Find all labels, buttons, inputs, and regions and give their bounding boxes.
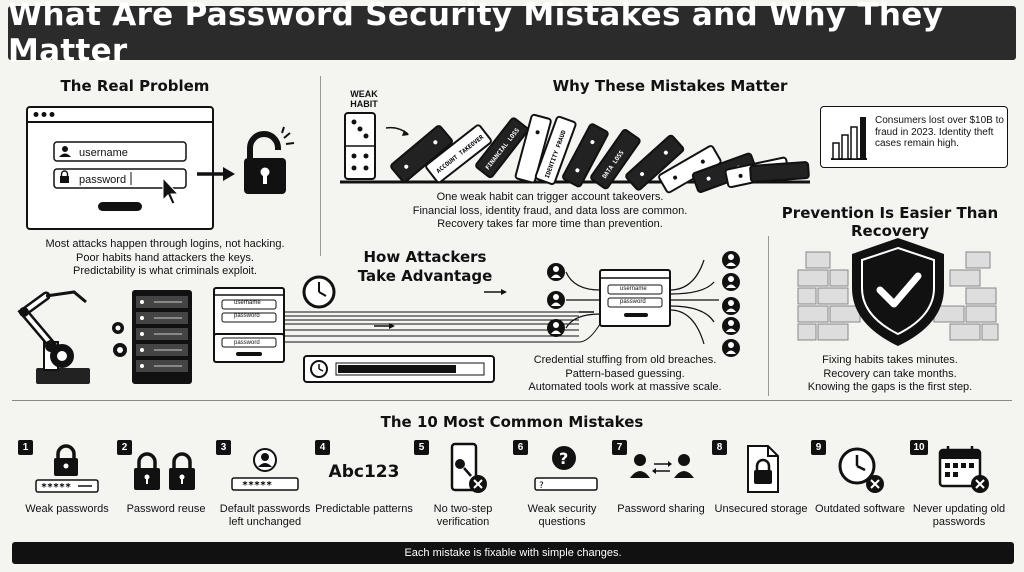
question-icon: ? ? <box>534 446 598 491</box>
attack-flow-illustration <box>17 251 740 384</box>
caption-line: One weak habit can trigger account takeo… <box>436 191 664 203</box>
mistake-number: 8 <box>712 440 727 455</box>
divider <box>768 236 769 396</box>
mistake-number: 10 <box>910 440 928 455</box>
fraud-stat-card: Consumers lost over $10B to fraud in 202… <box>820 106 1008 168</box>
heading-line: How Attackers <box>363 248 487 266</box>
caption-line: Automated tools work at massive scale. <box>528 381 722 393</box>
real-problem-heading: The Real Problem <box>60 77 210 95</box>
caption-line: Recovery can take months. <box>823 367 957 380</box>
mask-text: ***** <box>41 482 71 493</box>
mini-form-label: username <box>234 300 261 306</box>
mistake-label: Password sharing <box>617 503 705 515</box>
caption-line: Credential stuffing from old breaches. <box>533 354 717 366</box>
mistake-number: 1 <box>18 440 33 455</box>
how-attackers-heading: How Attackers Take Advantage <box>340 248 510 286</box>
arrow-right-icon <box>197 167 235 181</box>
title-bar: What Are Password Security Mistakes and … <box>8 0 1016 69</box>
lock-with-field-icon: ***** <box>35 444 99 493</box>
mistake-card: 5 No two-step verification <box>414 440 512 530</box>
mistake-number: 9 <box>811 440 826 455</box>
footer-text: Each mistake is fixable with simple chan… <box>404 547 622 559</box>
mistake-number: 2 <box>117 440 132 455</box>
mini-form-label: password <box>620 299 646 305</box>
divider <box>320 76 321 256</box>
locked-file-icon <box>747 445 779 493</box>
mistake-label: Predictable patterns <box>315 503 413 515</box>
mistake-card: 9 Outdated software <box>811 440 909 530</box>
heading-line: Take Advantage <box>357 267 493 285</box>
caption-line: Recovery takes far more time than preven… <box>437 218 663 230</box>
mistake-number: 3 <box>216 440 231 455</box>
page-title: What Are Password Security Mistakes and … <box>8 0 944 69</box>
footer-banner: Each mistake is fixable with simple chan… <box>12 542 1014 564</box>
calendar-x-icon <box>938 446 989 493</box>
prevention-heading: Prevention Is Easier Than Recovery <box>781 204 999 240</box>
mistake-card: 2 Password reuse <box>117 440 215 530</box>
two-locks-icon <box>134 452 195 490</box>
mini-form-label: password <box>234 313 260 319</box>
mistake-label: Password reuse <box>126 503 206 515</box>
mistake-label: Never updating old passwords <box>912 503 1006 528</box>
mistake-number: 7 <box>612 440 627 455</box>
caption-line: Knowing the gaps is the first step. <box>807 381 973 393</box>
open-padlock-icon <box>244 126 295 194</box>
mistake-card: 7 Password sharing <box>612 440 710 530</box>
username-field-label: username <box>79 147 128 159</box>
mistake-label: Weak passwords <box>25 503 109 515</box>
mistake-label: Outdated software <box>815 503 905 515</box>
mistake-card: 10 Never updating old passwords <box>910 440 1008 530</box>
fraud-stat-text: Consumers lost over $10B to fraud in 202… <box>875 115 1004 149</box>
mistake-card: 3 ***** Default passwords left unchanged <box>216 440 314 530</box>
mistake-label: Weak security questions <box>527 503 597 528</box>
real-problem-caption: Most attacks happen through logins, not … <box>20 238 310 279</box>
caption-line: Fixing habits takes minutes. <box>822 354 958 366</box>
mistake-card: 1 ***** Weak passwords <box>18 440 116 530</box>
mini-form-label: username <box>620 286 647 292</box>
mistake-number: 4 <box>315 440 330 455</box>
password-field-label: password <box>79 174 127 186</box>
caption-line: Most attacks happen through logins, not … <box>45 238 285 250</box>
why-matter-heading: Why These Mistakes Matter <box>552 77 788 95</box>
predictable-pattern-sample: Abc123 <box>328 462 400 482</box>
shield-wall-illustration <box>797 238 999 346</box>
caption-line: Predictability is what criminals exploit… <box>72 265 257 277</box>
mistake-label: Unsecured storage <box>714 503 808 515</box>
mistake-card: 6 ? ? Weak security questions <box>513 440 611 530</box>
domino-chain-illustration: ACCOUNT TAKEOVER FINANCIAL LOSS IDENTITY… <box>340 112 810 194</box>
svg-text:?: ? <box>559 449 568 468</box>
bar-chart-icon <box>831 117 867 160</box>
users-exchange-icon <box>630 454 694 478</box>
user-password-icon: ***** <box>231 448 299 491</box>
mistake-card: 4 Abc123 Predictable patterns <box>315 440 413 530</box>
login-window-illustration <box>26 106 214 230</box>
caption-line: Poor habits hand attackers the keys. <box>76 251 254 264</box>
mistake-label: Default passwords left unchanged <box>219 503 311 528</box>
mistake-number: 5 <box>414 440 429 455</box>
caption-line: Pattern-based guessing. <box>565 367 685 380</box>
mistake-label: No two-step verification <box>433 503 493 528</box>
mistake-number: 6 <box>513 440 528 455</box>
clock-x-icon <box>838 447 884 493</box>
mini-form-label: password <box>234 340 260 346</box>
mistakes-heading: The 10 Most Common Mistakes <box>380 413 644 431</box>
divider <box>12 400 1012 401</box>
how-attackers-caption: Credential stuffing from old breaches. P… <box>490 354 760 395</box>
caption-line: Financial loss, identity fraud, and data… <box>412 204 688 217</box>
mistake-card: 8 Unsecured storage <box>712 440 810 530</box>
why-matter-caption: One weak habit can trigger account takeo… <box>395 191 705 232</box>
phone-key-icon <box>450 442 487 493</box>
weak-habit-label: WEAK HABIT <box>350 89 378 109</box>
prevention-caption: Fixing habits takes minutes. Recovery ca… <box>770 354 1010 395</box>
svg-text:?: ? <box>539 481 544 491</box>
mask-text: ***** <box>242 480 272 491</box>
